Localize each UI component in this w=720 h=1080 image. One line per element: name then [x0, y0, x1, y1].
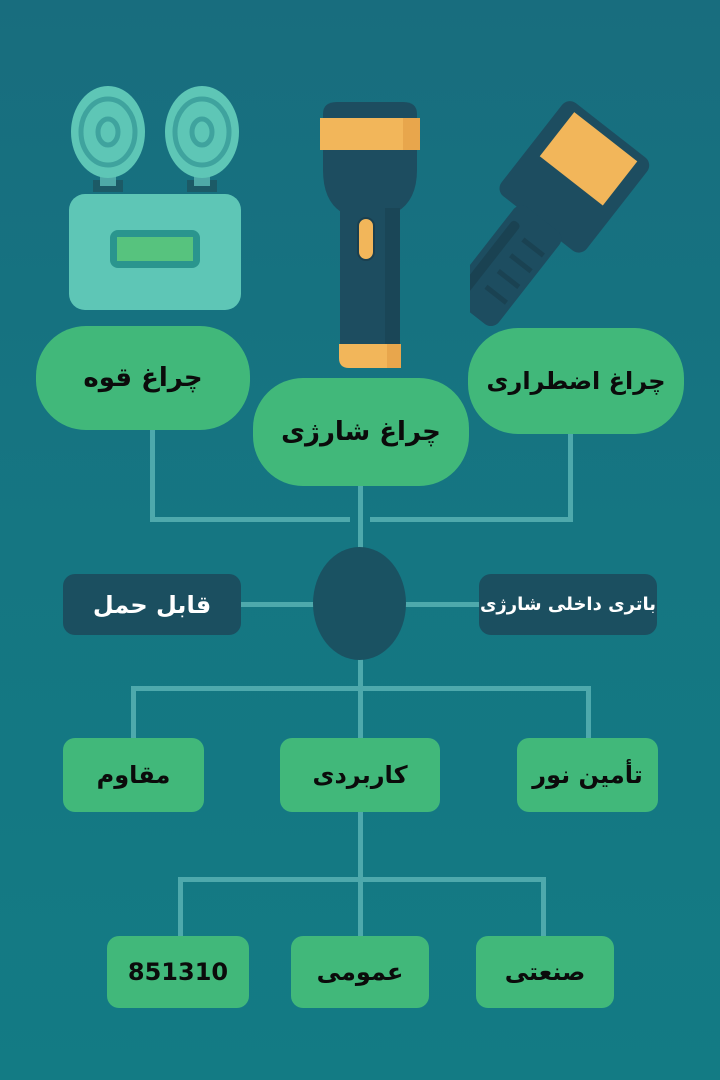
- connector-line: [131, 686, 591, 691]
- emergency-light-icon: [69, 86, 241, 310]
- node-internal-battery[interactable]: باتری داخلی شارژی: [479, 574, 657, 635]
- node-power-flashlight[interactable]: چراغ قوه: [36, 326, 250, 430]
- connector-line: [178, 877, 546, 882]
- handheld-lamp-icon: [470, 101, 650, 327]
- connector-line: [586, 686, 591, 741]
- node-label: کاربردی: [312, 761, 408, 789]
- node-label: قابل حمل: [92, 590, 212, 619]
- node-portable[interactable]: قابل حمل: [63, 574, 241, 635]
- node-label: مقاوم: [96, 761, 171, 789]
- node-label: چراغ شارژی: [281, 417, 441, 447]
- connector-line: [402, 602, 482, 607]
- node-label: باتری داخلی شارژی: [479, 594, 657, 615]
- flashlight-icon: [320, 102, 420, 368]
- node-general[interactable]: عمومی: [291, 936, 429, 1008]
- node-label: چراغ قوه: [83, 363, 203, 393]
- connector-line: [178, 877, 183, 939]
- node-industrial[interactable]: صنعتی: [476, 936, 614, 1008]
- hub-circle: [313, 547, 406, 660]
- node-label: صنعتی: [504, 958, 586, 986]
- node-emergency-light[interactable]: چراغ اضطراری: [468, 328, 684, 434]
- node-label: عمومی: [316, 958, 404, 986]
- connector-line: [568, 428, 573, 522]
- connector-line: [358, 808, 363, 940]
- node-label: چراغ اضطراری: [486, 367, 666, 395]
- node-rechargeable-light[interactable]: چراغ شارژی: [253, 378, 469, 486]
- connector-line: [150, 517, 350, 522]
- connector-line: [131, 686, 136, 741]
- node-durable[interactable]: مقاوم: [63, 738, 204, 812]
- connector-line: [370, 517, 573, 522]
- node-lighting[interactable]: تأمین نور: [517, 738, 658, 812]
- connector-line: [358, 480, 363, 550]
- connector-line: [358, 658, 363, 738]
- connector-line: [541, 877, 546, 939]
- connector-line: [238, 602, 318, 607]
- node-label: 851310: [127, 958, 229, 986]
- node-practical[interactable]: کاربردی: [280, 738, 440, 812]
- node-label: تأمین نور: [532, 761, 643, 789]
- node-code[interactable]: 851310: [107, 936, 249, 1008]
- connector-line: [150, 425, 155, 522]
